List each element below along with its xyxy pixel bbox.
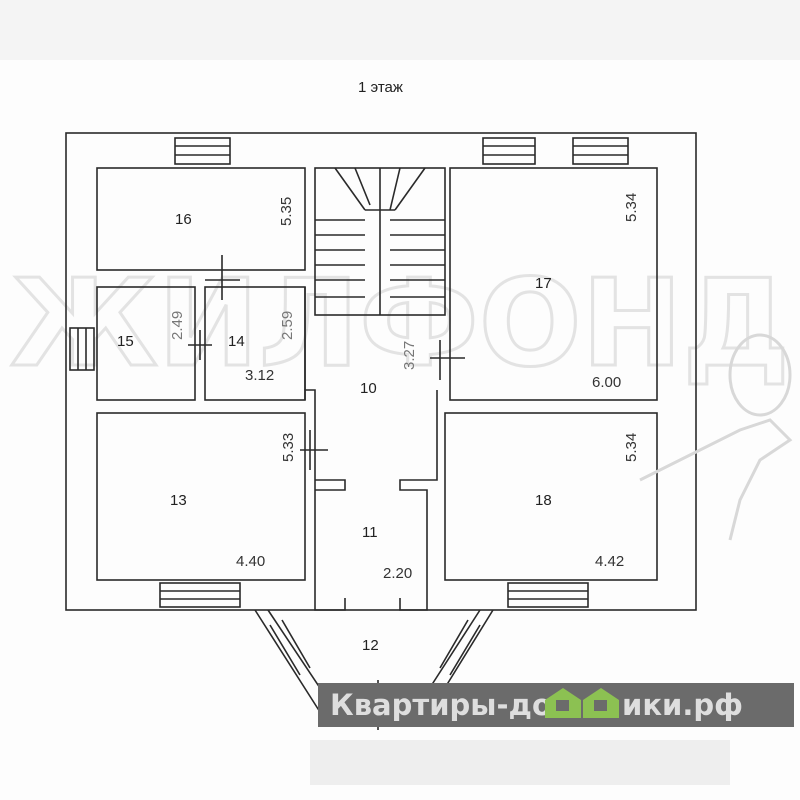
site-banner: Квартиры-до ики.рф (318, 683, 794, 727)
room-13: 13 (170, 492, 187, 509)
dim-17-width: 6.00 (592, 374, 621, 391)
dim-18-height: 5.34 (623, 433, 640, 462)
room-18: 18 (535, 492, 552, 509)
room-14: 14 (228, 333, 245, 350)
floor-title: 1 этаж (358, 79, 403, 96)
keys-icon (639, 333, 793, 541)
banner-text-left: Квартиры-до (330, 688, 552, 722)
dim-13-height: 5.33 (280, 433, 297, 462)
dim-16-height: 5.35 (278, 197, 295, 226)
banner-text-right: ики.рф (622, 688, 743, 722)
bottom-blur (310, 740, 730, 785)
dim-14-width: 3.12 (245, 367, 274, 384)
room-15: 15 (117, 333, 134, 350)
dim-18-width: 4.42 (595, 553, 624, 570)
dim-17-height: 5.34 (623, 193, 640, 222)
dim-15-height: 2.49 (169, 311, 186, 340)
door-marks (188, 255, 465, 730)
dim-10-height: 3.27 (401, 341, 418, 370)
windows (69, 137, 629, 676)
top-strip (0, 0, 800, 60)
room-10: 10 (360, 380, 377, 397)
room-17: 17 (535, 275, 552, 292)
dim-11-width: 2.20 (383, 565, 412, 582)
room-11: 11 (362, 524, 378, 541)
dim-13-width: 4.40 (236, 553, 265, 570)
watermark: ЖИЛФОНД (10, 255, 790, 394)
staircase (314, 167, 446, 316)
dim-14-height: 2.59 (279, 311, 296, 340)
room-16: 16 (175, 211, 192, 228)
house-logo-icon (545, 688, 619, 718)
outer-walls (65, 132, 697, 713)
room-12: 12 (362, 637, 379, 654)
